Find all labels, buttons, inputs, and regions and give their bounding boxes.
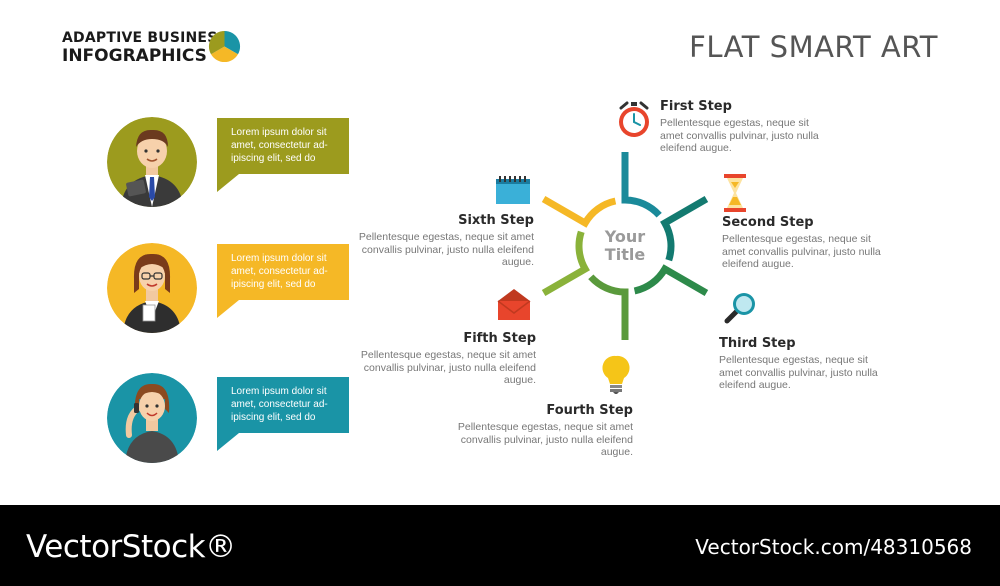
bubble-tail-3 (217, 433, 239, 451)
pie-logo-icon (208, 30, 241, 63)
bubble-text-2: Lorem ipsum dolor sit amet, consectetur … (231, 253, 328, 290)
step-4-text: Pellentesque egestas, neque sit amet con… (457, 421, 633, 458)
cycle-segment-5 (541, 230, 590, 297)
brand-line-2: INFOGRAPHICS (62, 46, 207, 66)
magnifier-icon (724, 293, 755, 324)
brand: ADAPTIVE BUSINESS INFOGRAPHICS (62, 30, 227, 66)
cycle-segments (541, 152, 709, 340)
cycle-segment-4 (588, 274, 629, 340)
step-1: First Step Pellentesque egestas, neque s… (660, 99, 840, 155)
speech-bubble-3: Lorem ipsum dolor sit amet, consectetur … (217, 377, 349, 451)
bubble-tail-2 (217, 300, 239, 318)
step-2-text: Pellentesque egestas, neque sit amet con… (722, 233, 881, 270)
footer-url: VectorStock.com/48310568 (695, 535, 972, 559)
center-title-line-1: Your (604, 227, 646, 246)
step-6-title: Sixth Step (458, 213, 534, 228)
step-1-title: First Step (660, 99, 732, 114)
bubble-text-3: Lorem ipsum dolor sit amet, consectetur … (231, 386, 328, 423)
step-5-title: Fifth Step (463, 331, 536, 346)
bubble-tail-1 (217, 174, 239, 192)
businesswoman-phone-avatar (107, 373, 197, 463)
cycle-segment-2 (660, 195, 709, 262)
step-4: Fourth Step Pellentesque egestas, neque … (453, 403, 633, 459)
step-3-title: Third Step (719, 336, 796, 351)
watermark-footer: VectorStock® VectorStock.com/48310568 (0, 505, 1000, 586)
cycle-diagram (541, 152, 709, 340)
alarm-clock-icon (619, 101, 649, 137)
step-2-title: Second Step (722, 215, 814, 230)
step-5-text: Pellentesque egestas, neque sit amet con… (360, 349, 536, 386)
step-5: Fifth Step Pellentesque egestas, neque s… (356, 331, 536, 387)
cycle-segment-6 (541, 195, 617, 228)
step-3: Third Step Pellentesque egestas, neque s… (719, 336, 899, 392)
cycle-segment-1 (621, 152, 662, 218)
center-title-line-2: Title (604, 245, 646, 264)
step-3-text: Pellentesque egestas, neque sit amet con… (719, 354, 878, 391)
cycle-segment-3 (633, 264, 709, 297)
page-title: FLAT SMART ART (689, 30, 938, 64)
speech-bubble-2: Lorem ipsum dolor sit amet, consectetur … (217, 244, 349, 318)
brand-line-1: ADAPTIVE BUSINESS (62, 30, 228, 46)
businesswoman-glasses-avatar (107, 243, 197, 333)
center-title: Your Title (590, 228, 660, 264)
businessman-avatar (107, 117, 197, 207)
speech-bubble-1: Lorem ipsum dolor sit amet, consectetur … (217, 118, 349, 192)
step-6-text: Pellentesque egestas, neque sit amet con… (358, 231, 534, 268)
hourglass-icon (724, 174, 746, 212)
footer-brand: VectorStock® (26, 529, 236, 565)
bubble-text-1: Lorem ipsum dolor sit amet, consectetur … (231, 127, 328, 164)
step-2: Second Step Pellentesque egestas, neque … (722, 215, 902, 271)
notepad-icon (496, 176, 530, 204)
step-1-text: Pellentesque egestas, neque sit amet con… (660, 117, 819, 154)
lightbulb-icon (602, 355, 630, 394)
step-6: Sixth Step Pellentesque egestas, neque s… (354, 213, 534, 269)
step-4-title: Fourth Step (546, 403, 633, 418)
envelope-icon (497, 289, 531, 320)
